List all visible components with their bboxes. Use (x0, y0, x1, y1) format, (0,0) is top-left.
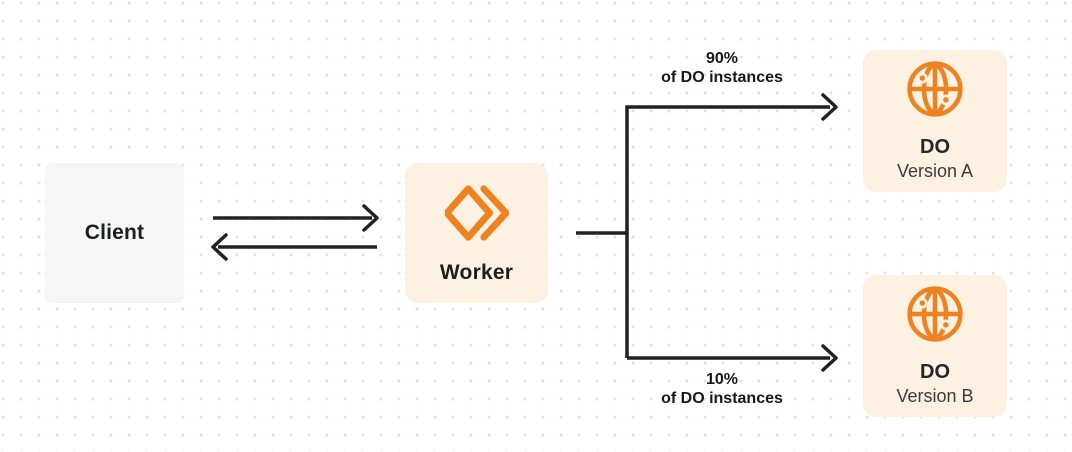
do-b-subtitle: Version B (896, 386, 974, 406)
do-version-b-node: DO Version B (863, 275, 1007, 417)
bottom-branch-label: 10% of DO instances (612, 370, 832, 408)
globe-icon (906, 285, 964, 348)
worker-node: Worker (405, 163, 548, 303)
arrow-branch-to-do-a (625, 93, 838, 358)
top-branch-caption: of DO instances (661, 69, 783, 86)
worker-label: Worker (439, 260, 514, 284)
bottom-branch-percent: 10% (705, 371, 739, 388)
bottom-branch-caption: of DO instances (661, 390, 783, 407)
top-branch-percent: 90% (705, 50, 739, 67)
arrow-client-to-worker (213, 204, 379, 232)
globe-icon (906, 60, 964, 123)
top-branch-label: 90% of DO instances (612, 49, 832, 87)
do-b-title: DO (920, 361, 950, 383)
client-label: Client (84, 221, 145, 244)
do-version-a-node: DO Version A (863, 50, 1007, 192)
arrow-worker-to-client (211, 233, 377, 261)
client-node: Client (45, 163, 184, 303)
workers-icon (443, 184, 509, 247)
arrow-branch-to-do-b (627, 344, 838, 372)
do-a-title: DO (920, 136, 950, 158)
do-a-subtitle: Version A (896, 161, 974, 181)
